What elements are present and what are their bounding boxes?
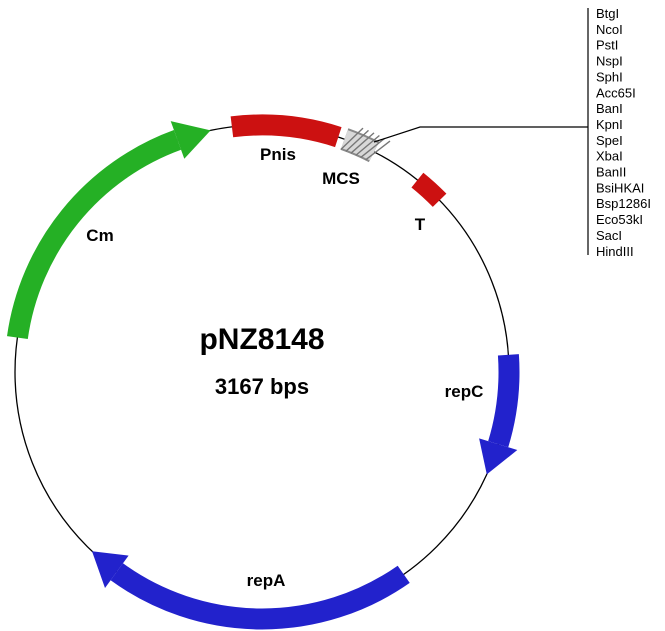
restriction-site-label: BanII [596, 165, 626, 180]
restriction-site-label: BanI [596, 101, 623, 116]
restriction-site-label: NcoI [596, 22, 623, 37]
repc-label: repC [445, 382, 484, 401]
pnis-label: Pnis [260, 145, 296, 164]
restriction-site-label: Eco53kI [596, 212, 643, 227]
restriction-site-label: BsiHKAI [596, 180, 644, 195]
feature-cm [7, 121, 211, 340]
plasmid-size: 3167 bps [215, 374, 309, 399]
cm-gene-arrowhead [170, 121, 211, 159]
repa-gene-arc [110, 563, 410, 630]
repc-gene-arc [488, 354, 520, 448]
pnis-promoter-arc [230, 114, 342, 148]
cm-gene-arc [7, 130, 182, 340]
feature-repa [92, 551, 410, 630]
restriction-site-label: SacI [596, 228, 622, 243]
mcs-pointer-line [373, 126, 588, 143]
mcs-hatch-marks [340, 127, 391, 161]
restriction-site-label: SphI [596, 69, 623, 84]
mcs-label: MCS [322, 169, 360, 188]
restriction-site-label: XbaI [596, 149, 623, 164]
repa-label: repA [247, 571, 286, 590]
restriction-site-label: PstI [596, 38, 618, 53]
plasmid-name: pNZ8148 [199, 323, 324, 356]
terminator-label: T [415, 215, 426, 234]
feature-repc [479, 354, 520, 475]
repa-gene-arrowhead [92, 551, 129, 588]
terminator-block-arc [411, 172, 447, 208]
restriction-site-label: KpnI [596, 117, 623, 132]
repc-gene-arrowhead [479, 438, 518, 475]
restriction-site-label: SpeI [596, 133, 623, 148]
restriction-site-label: BtgI [596, 6, 619, 21]
restriction-site-label: NspI [596, 54, 623, 69]
restriction-site-label: Acc65I [596, 85, 636, 100]
restriction-site-label: Bsp1286I [596, 196, 651, 211]
restriction-site-label: HindIII [596, 244, 634, 259]
restriction-site-list: BtgI NcoI PstI NspI SphI Acc65I BanI Kpn… [596, 6, 651, 259]
feature-mcs [340, 127, 391, 163]
cm-label: Cm [86, 226, 113, 245]
